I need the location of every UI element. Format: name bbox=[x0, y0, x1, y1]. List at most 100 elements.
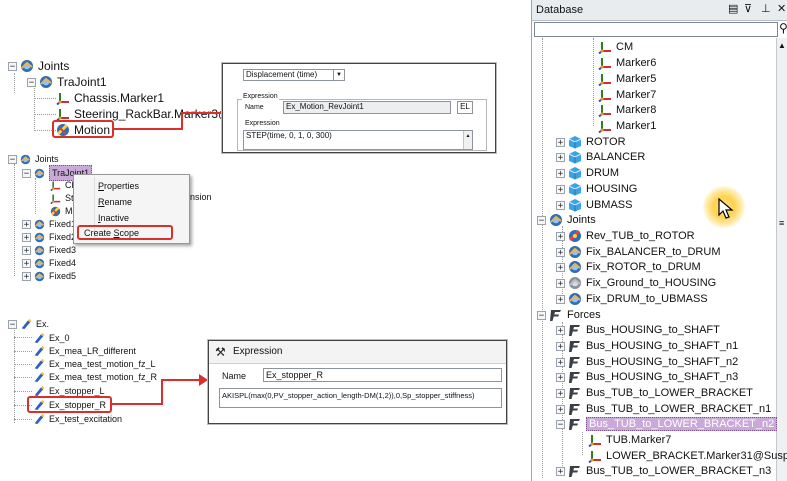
expand-icon[interactable]: + bbox=[22, 271, 31, 282]
tree-node-expression[interactable]: Ex_mea_LR_different bbox=[33, 344, 136, 358]
properties-icon[interactable]: ▤ bbox=[728, 3, 739, 15]
chevron-down-icon[interactable]: ▼ bbox=[333, 70, 344, 80]
expand-icon[interactable]: + bbox=[22, 219, 31, 230]
db-node-joint[interactable]: + Fix_Ground_to_HOUSING bbox=[556, 275, 716, 291]
expand-icon[interactable]: + bbox=[556, 184, 565, 195]
expand-icon[interactable]: + bbox=[556, 231, 565, 242]
close-icon[interactable]: ✕ bbox=[777, 3, 787, 15]
db-node-body-drum[interactable]: + DRUM bbox=[556, 165, 619, 181]
tree-node-trajoint1[interactable]: − TraJoint1 bbox=[27, 75, 107, 89]
expand-icon[interactable]: + bbox=[556, 466, 565, 477]
db-node-marker[interactable]: Marker5 bbox=[598, 71, 656, 87]
expand-icon[interactable]: + bbox=[556, 341, 565, 352]
tree-node-fixed2[interactable]: + Fixed2 bbox=[22, 230, 76, 244]
db-node-force[interactable]: + Bus_TUB_to_LOWER_BRACKET bbox=[556, 385, 753, 401]
scroll-up-icon[interactable]: ▲ bbox=[463, 131, 472, 149]
expand-icon[interactable]: + bbox=[556, 200, 565, 211]
expand-icon[interactable]: + bbox=[556, 388, 565, 399]
db-node-force[interactable]: + Bus_TUB_to_LOWER_BRACKET_n3 bbox=[556, 463, 771, 479]
db-node-force[interactable]: + Bus_TUB_to_LOWER_BRACKET_n1 bbox=[556, 401, 771, 417]
db-node-body-ubmass[interactable]: + UBMASS bbox=[556, 197, 632, 213]
collapse-icon[interactable]: − bbox=[22, 168, 31, 179]
collapse-icon[interactable]: − bbox=[8, 154, 17, 165]
collapse-icon[interactable]: − bbox=[537, 310, 546, 321]
db-node-force[interactable]: + Bus_HOUSING_to_SHAFT bbox=[556, 322, 720, 338]
tree-node-expression[interactable]: Ex_mea_test_motion_fz_R bbox=[33, 370, 157, 384]
motion-type-select[interactable]: Displacement (time) ▼ bbox=[243, 69, 345, 81]
db-node-marker[interactable]: Marker7 bbox=[598, 87, 656, 103]
vertical-scrollbar[interactable]: ▲ ≡ bbox=[776, 38, 787, 481]
db-node-marker[interactable]: LOWER_BRACKET.Marker31@Suspens bbox=[588, 448, 787, 464]
tree-node-chassis-marker1[interactable]: Chassis.Marker1 bbox=[56, 91, 164, 105]
db-node-joint[interactable]: + Fix_BALANCER_to_DRUM bbox=[556, 244, 720, 260]
tree-node-fixed4[interactable]: + Fixed4 bbox=[22, 256, 76, 270]
expand-icon[interactable]: + bbox=[556, 357, 565, 368]
db-node-body-rotor[interactable]: + ROTOR bbox=[556, 134, 626, 150]
menu-item-properties[interactable]: Properties bbox=[98, 181, 140, 191]
expand-icon[interactable]: + bbox=[556, 247, 565, 258]
tree-node-joints[interactable]: − Joints bbox=[8, 59, 69, 73]
expand-icon[interactable]: + bbox=[556, 137, 565, 148]
tree-node-expression[interactable]: Ex_stopper_L bbox=[33, 384, 105, 398]
expand-icon[interactable]: + bbox=[556, 372, 565, 383]
tree-node-child-1[interactable]: Ch bbox=[50, 178, 77, 192]
expand-icon[interactable]: + bbox=[556, 278, 565, 289]
database-search-input[interactable] bbox=[534, 22, 778, 37]
db-node-body-housing[interactable]: + HOUSING bbox=[556, 181, 637, 197]
db-node-marker[interactable]: Marker8 bbox=[598, 102, 656, 118]
tree-node-steering-marker3[interactable]: Steering_RackBar.Marker3@Susp bbox=[56, 107, 258, 121]
expression-name-field[interactable]: Ex_Motion_RevJoint1 bbox=[283, 101, 451, 114]
db-node-joint[interactable]: + Fix_ROTOR_to_DRUM bbox=[556, 259, 701, 275]
scroll-grip-icon[interactable]: ≡ bbox=[779, 218, 785, 228]
db-node-force-selected[interactable]: − Bus_TUB_to_LOWER_BRACKET_n2 bbox=[556, 416, 778, 432]
tree-node-expression[interactable]: Ex_test_excitation bbox=[33, 412, 122, 426]
menu-item-rename[interactable]: Rename bbox=[98, 197, 133, 207]
db-node-joint[interactable]: + Rev_TUB_to_ROTOR bbox=[556, 228, 695, 244]
db-node-marker[interactable]: Marker6 bbox=[598, 55, 656, 71]
expand-icon[interactable]: + bbox=[556, 168, 565, 179]
collapse-icon[interactable]: − bbox=[8, 319, 17, 330]
tree-node-child-3[interactable]: Mo bbox=[50, 204, 78, 218]
menu-item-create-scope[interactable]: Create Scope bbox=[84, 228, 140, 238]
collapse-icon[interactable]: − bbox=[8, 61, 17, 72]
db-node-body-balancer[interactable]: + BALANCER bbox=[556, 149, 645, 165]
expand-icon[interactable]: + bbox=[556, 404, 565, 415]
db-node-marker[interactable]: TUB.Marker7 bbox=[588, 432, 671, 448]
db-node-marker[interactable]: CM bbox=[598, 39, 633, 55]
db-node-forces[interactable]: − Forces bbox=[537, 307, 601, 323]
el-button[interactable]: EL bbox=[457, 101, 473, 114]
collapse-icon[interactable]: − bbox=[27, 77, 36, 88]
collapse-icon[interactable]: − bbox=[556, 419, 565, 430]
expression-text-area[interactable]: STEP(time, 0, 1, 0, 300) ▲ bbox=[243, 130, 473, 150]
tree-node-child-2[interactable]: Ste bbox=[50, 191, 79, 205]
expression-name-field[interactable]: Ex_stopper_R bbox=[263, 368, 502, 382]
tree-node-joints[interactable]: − Joints bbox=[8, 152, 59, 166]
db-node-force[interactable]: + Bus_HOUSING_to_SHAFT_n3 bbox=[556, 369, 738, 385]
db-node-joints[interactable]: − Joints bbox=[537, 212, 596, 228]
filter-icon[interactable]: ⊽ bbox=[744, 3, 753, 15]
db-node-joint[interactable]: + Fix_DRUM_to_UBMASS bbox=[556, 291, 708, 307]
search-icon[interactable]: ⚲ bbox=[779, 21, 787, 35]
pin-icon[interactable]: ⊥ bbox=[761, 3, 771, 15]
collapse-icon[interactable]: − bbox=[537, 215, 546, 226]
expression-text-area[interactable]: AKISPL(max(0,PV_stopper_action_length-DM… bbox=[219, 388, 502, 408]
expand-icon[interactable]: + bbox=[22, 245, 31, 256]
expand-icon[interactable]: + bbox=[556, 325, 565, 336]
expand-icon[interactable]: + bbox=[556, 294, 565, 305]
tree-node-expressions[interactable]: − Ex. bbox=[8, 317, 49, 331]
expand-icon[interactable]: + bbox=[556, 152, 565, 163]
db-node-marker[interactable]: Marker1 bbox=[598, 118, 656, 134]
db-node-force[interactable]: + Bus_HOUSING_to_SHAFT_n2 bbox=[556, 354, 738, 370]
expand-icon[interactable]: + bbox=[22, 232, 31, 243]
tree-node-fixed5[interactable]: + Fixed5 bbox=[22, 269, 76, 283]
tree-node-fixed1[interactable]: + Fixed1 bbox=[22, 217, 76, 231]
expand-icon[interactable]: + bbox=[22, 258, 31, 269]
menu-item-inactive[interactable]: Inactive bbox=[98, 213, 130, 223]
tree-node-motion[interactable]: Motion bbox=[56, 123, 110, 137]
scroll-up-icon[interactable]: ▲ bbox=[778, 41, 786, 50]
expand-icon[interactable]: + bbox=[556, 262, 565, 273]
tree-node-expression[interactable]: Ex_0 bbox=[33, 331, 70, 345]
tree-node-expression[interactable]: Ex_mea_test_motion_fz_L bbox=[33, 357, 156, 371]
tree-node-expression-stopper-r[interactable]: Ex_stopper_R bbox=[33, 398, 106, 412]
db-node-force[interactable]: + Bus_HOUSING_to_SHAFT_n1 bbox=[556, 338, 738, 354]
